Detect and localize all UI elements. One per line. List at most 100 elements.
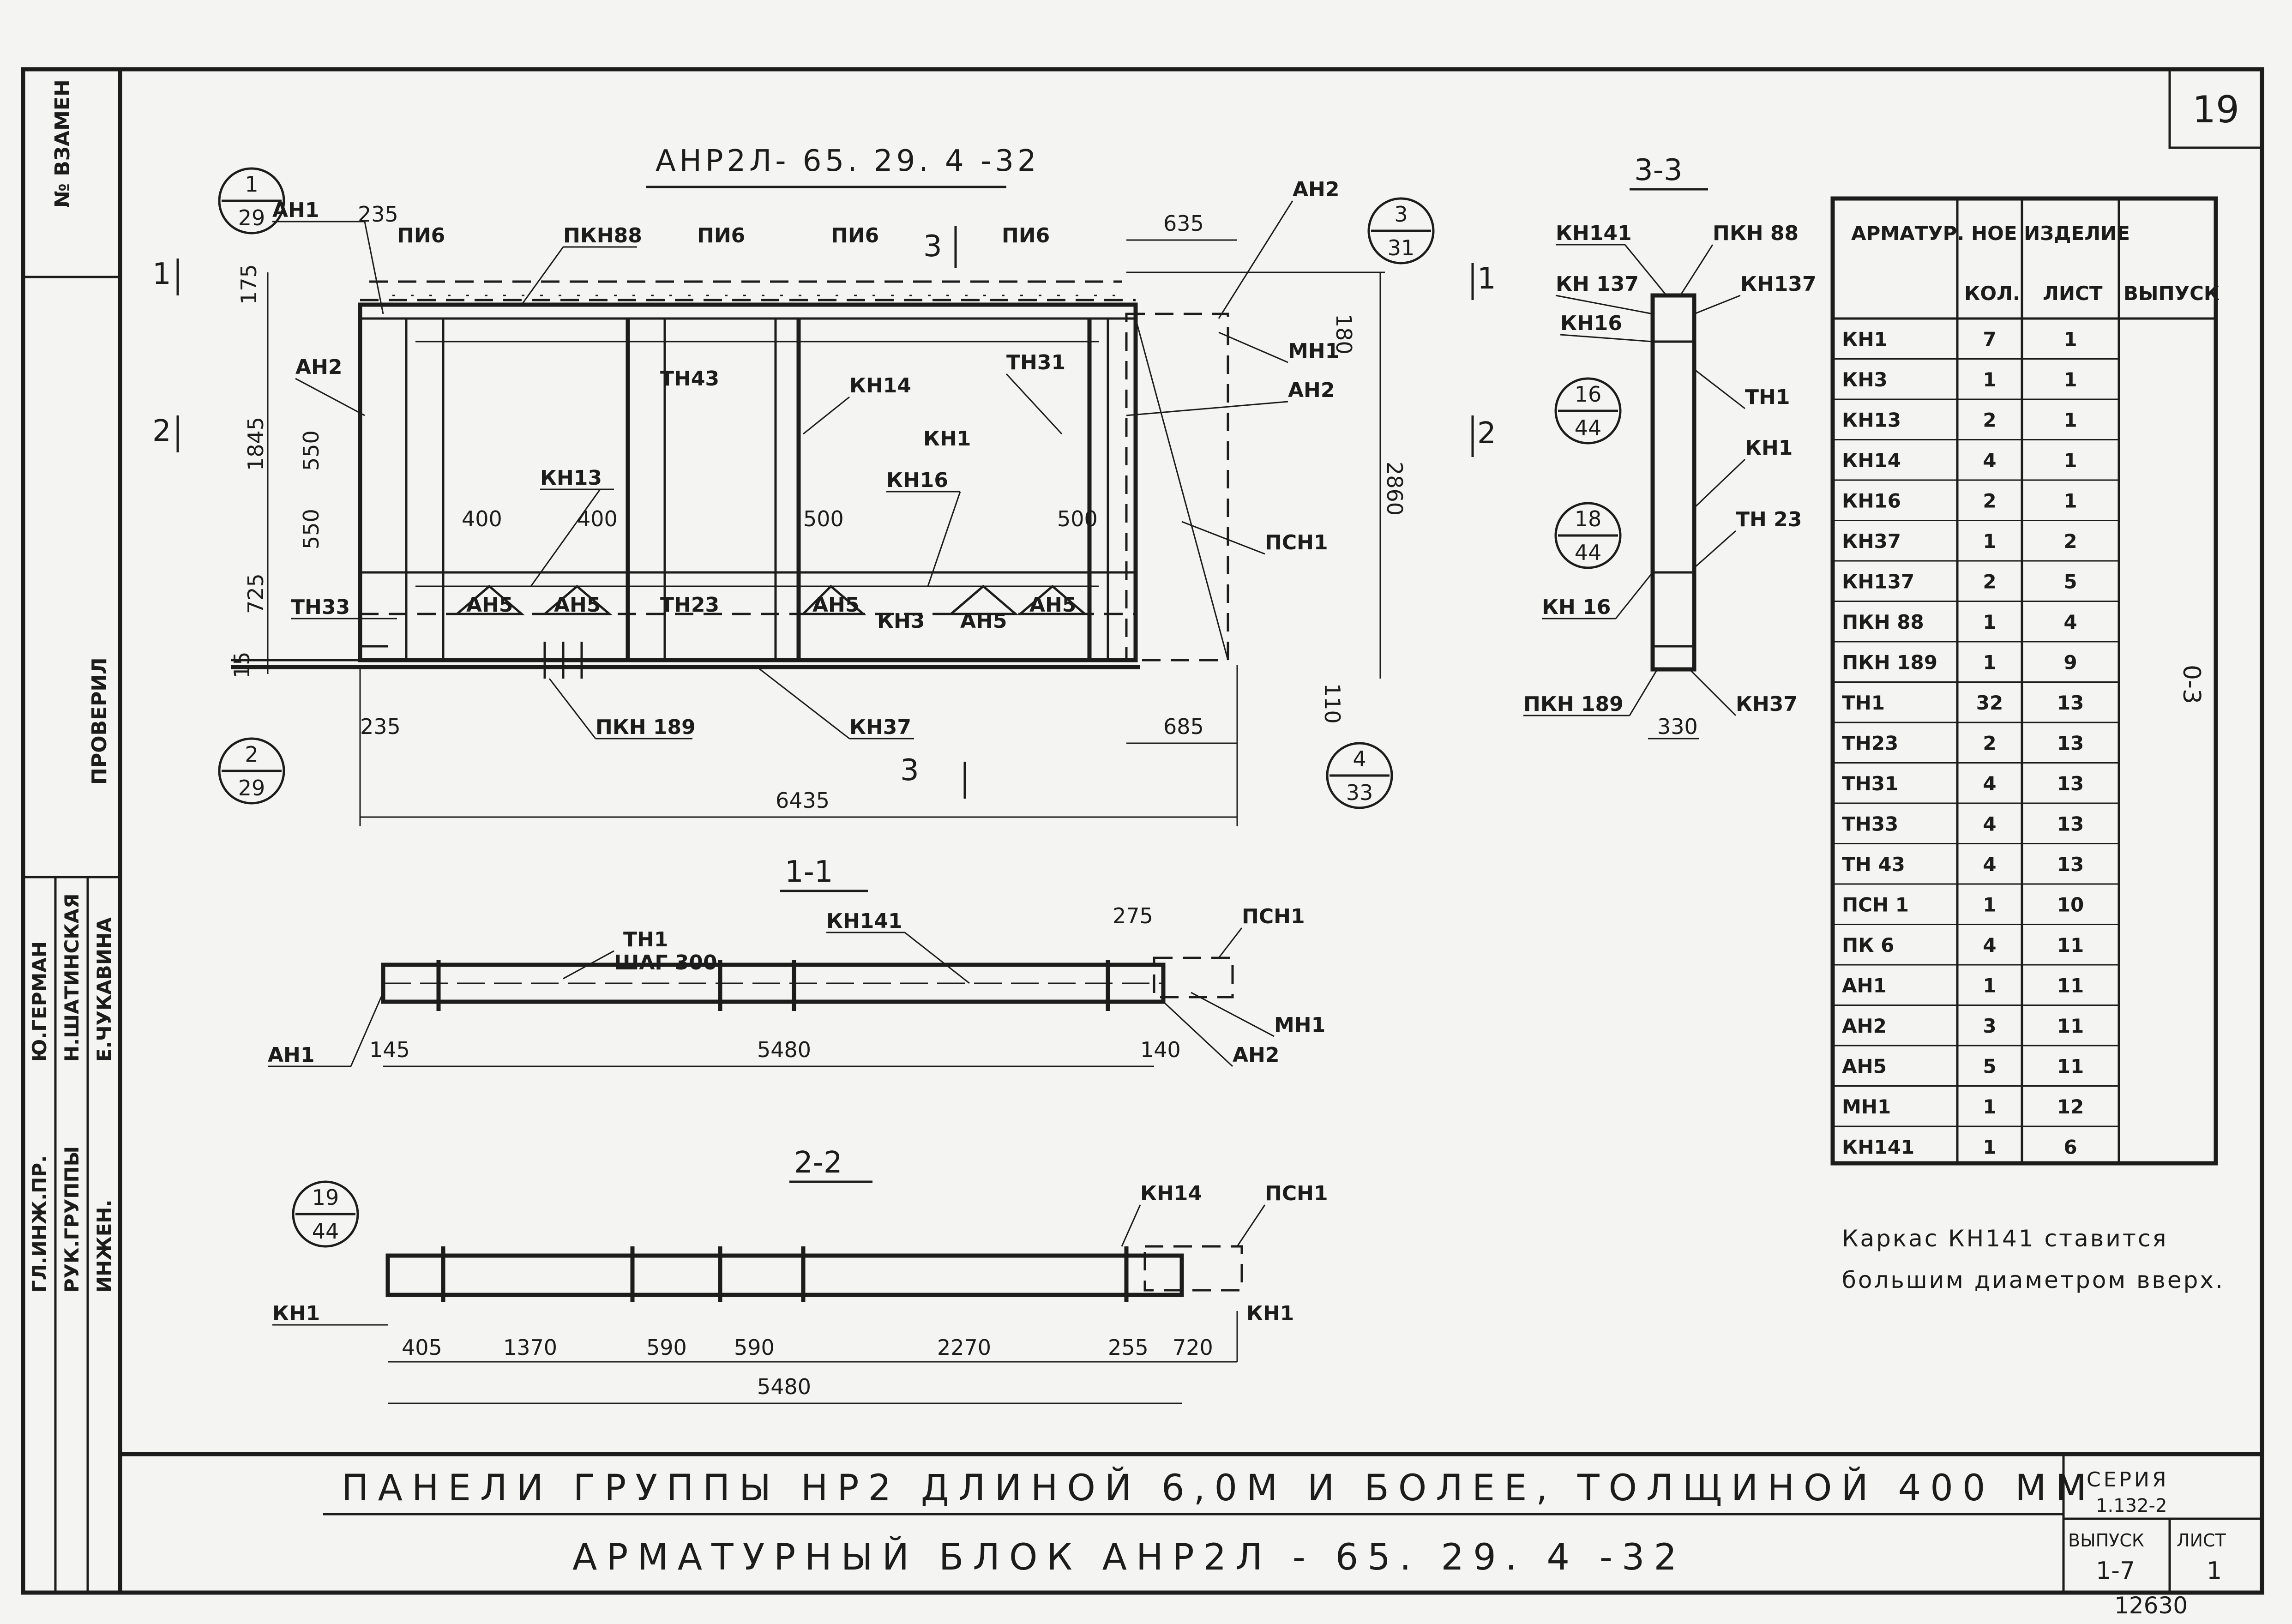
svg-text:29: 29	[238, 205, 265, 230]
spec-cell-item: КН14	[1842, 449, 1901, 472]
label-ah5-4: АН5	[960, 609, 1007, 633]
spec-cell-item: КН13	[1842, 409, 1901, 432]
series-value: 1.132-2	[2096, 1495, 2167, 1516]
label-kn13: КН13	[540, 466, 602, 490]
section-1-1: 1-1 ТН1 ШАГ 300 КН141 275 ПСН1 МН1 АН1 А…	[268, 855, 1325, 1067]
section-cut-marks: 1 2 3 1 2 3	[152, 226, 1496, 799]
dim-400-2: 400	[577, 506, 618, 531]
s11-label-ah1: АН1	[268, 1043, 315, 1067]
spec-cell-qty: 2	[1983, 490, 1996, 512]
callout-3-31: 3 31	[1367, 197, 1435, 265]
callout-2-29: 2 29	[218, 737, 285, 805]
s33-label-kn141: КН141	[1556, 222, 1632, 245]
spec-cell-sheet: 13	[2057, 813, 2084, 836]
spec-cell-sheet: 11	[2057, 974, 2084, 997]
ah5-triangle-5	[1019, 584, 1088, 615]
sheet-value: 1	[2207, 1557, 2222, 1585]
note-line-2: большим диаметром вверх.	[1842, 1267, 2225, 1293]
svg-text:16: 16	[1575, 382, 1602, 407]
dim-2860: 2860	[1382, 462, 1407, 516]
s22-dim-2270: 2270	[937, 1335, 991, 1360]
callout-4-33: 4 33	[1326, 742, 1393, 809]
spec-cell-item: ПСН 1	[1842, 894, 1909, 916]
sheet-number: 19	[2192, 88, 2239, 131]
s22-label-kn1-left: КН1	[272, 1302, 320, 1325]
s22-dim-405: 405	[402, 1335, 442, 1360]
svg-text:4: 4	[1353, 746, 1366, 771]
dim-550-2: 550	[299, 509, 324, 549]
spec-cell-qty: 2	[1983, 732, 1996, 755]
note: Каркас КН141 ставится большим диаметром …	[1842, 1225, 2225, 1293]
spec-table: АРМАТУР. НОЕ ИЗДЕЛИЕ КОЛ. ЛИСТ ВЫПУСК КН…	[1830, 196, 2220, 1166]
s22-dim-590-2: 590	[734, 1335, 775, 1360]
svg-text:18: 18	[1575, 506, 1602, 531]
dim-635: 635	[1163, 211, 1204, 236]
label-kn37: КН37	[849, 716, 911, 739]
svg-text:3: 3	[1394, 202, 1408, 227]
ah5-triangle-2	[544, 584, 613, 615]
spec-cell-qty: 1	[1983, 651, 1996, 674]
spec-cell-qty: 4	[1983, 772, 1996, 795]
label-mn1: МН1	[1288, 339, 1339, 363]
s22-dim-total: 5480	[757, 1374, 811, 1399]
label-ah5-5: АН5	[1029, 593, 1077, 617]
spec-cell-qty: 2	[1983, 409, 1996, 432]
s11-label-th1: ТН1	[623, 928, 668, 951]
svg-text:29: 29	[238, 776, 265, 800]
svg-text:44: 44	[1575, 415, 1602, 440]
label-pi6-1: ПИ6	[397, 224, 445, 247]
s33-label-th1: ТН1	[1745, 385, 1790, 409]
label-pi6-3: ПИ6	[831, 224, 879, 247]
dim-500-2: 500	[1057, 506, 1098, 531]
spec-cell-qty: 5	[1983, 1055, 1996, 1078]
label-pi6-2: ПИ6	[697, 224, 745, 247]
s22-label-kn14: КН14	[1140, 1182, 1202, 1205]
label-th33: ТН33	[291, 595, 350, 619]
label-kn1: КН1	[923, 427, 971, 451]
dim-110: 110	[1320, 683, 1345, 724]
svg-text:44: 44	[1575, 540, 1602, 565]
callout-18-44: 18 44	[1554, 502, 1622, 569]
dim-685: 685	[1163, 714, 1204, 739]
s33-label-kn16-top: КН16	[1560, 312, 1622, 335]
section-3-3-title: 3-3	[1634, 153, 1683, 187]
spec-header-sheet: ЛИСТ	[2043, 282, 2103, 305]
spec-cell-item: ТН 43	[1842, 853, 1905, 876]
ah5-triangle-3	[802, 584, 866, 615]
section-2-2: 2-2 КН14 ПСН1 КН1 КН1 405 1370 590 590 2…	[272, 1146, 1328, 1404]
series-label: СЕРИЯ	[2087, 1468, 2169, 1492]
svg-text:44: 44	[312, 1219, 339, 1244]
spec-header-qty: КОЛ.	[1964, 282, 2020, 305]
s11-label-step: ШАГ 300	[614, 951, 717, 974]
spec-cell-item: АН5	[1842, 1055, 1887, 1078]
label-kn14: КН14	[849, 374, 911, 397]
spec-cell-item: КН137	[1842, 571, 1914, 593]
section-3-3-body	[1650, 293, 1696, 672]
callout-19-44: 19 44	[292, 1180, 359, 1248]
section-1-1-title: 1-1	[785, 855, 833, 889]
spec-cell-qty: 32	[1976, 692, 2003, 714]
spec-cell-sheet: 4	[2063, 611, 2077, 633]
label-ah2-3: АН2	[1288, 379, 1335, 402]
label-kn16: КН16	[886, 469, 948, 492]
spec-cell-sheet: 1	[2063, 409, 2077, 432]
label-pi6-4: ПИ6	[1002, 224, 1050, 247]
callout-1-29: 1 29	[218, 167, 285, 235]
spec-cell-qty: 1	[1983, 611, 1996, 633]
dim-235-top: 235	[358, 202, 398, 227]
spec-cell-sheet: 2	[2063, 530, 2077, 553]
s11-dim-275: 275	[1113, 903, 1153, 928]
dim-550-1: 550	[299, 430, 324, 471]
spec-cell-item: КН37	[1842, 530, 1901, 553]
spec-cell-item: МН1	[1842, 1095, 1891, 1118]
svg-text:3: 3	[923, 229, 942, 264]
spec-cell-item: ПК 6	[1842, 934, 1894, 956]
s11-dim-140: 140	[1140, 1037, 1181, 1062]
s11-dim-5480: 5480	[757, 1037, 811, 1062]
label-th31: ТН31	[1006, 351, 1065, 374]
svg-text:3: 3	[900, 753, 919, 788]
label-pkn88: ПКН88	[563, 224, 642, 247]
spec-cell-item: КН1	[1842, 328, 1888, 351]
main-title: АНР2Л- 65. 29. 4 -32	[656, 144, 1040, 178]
